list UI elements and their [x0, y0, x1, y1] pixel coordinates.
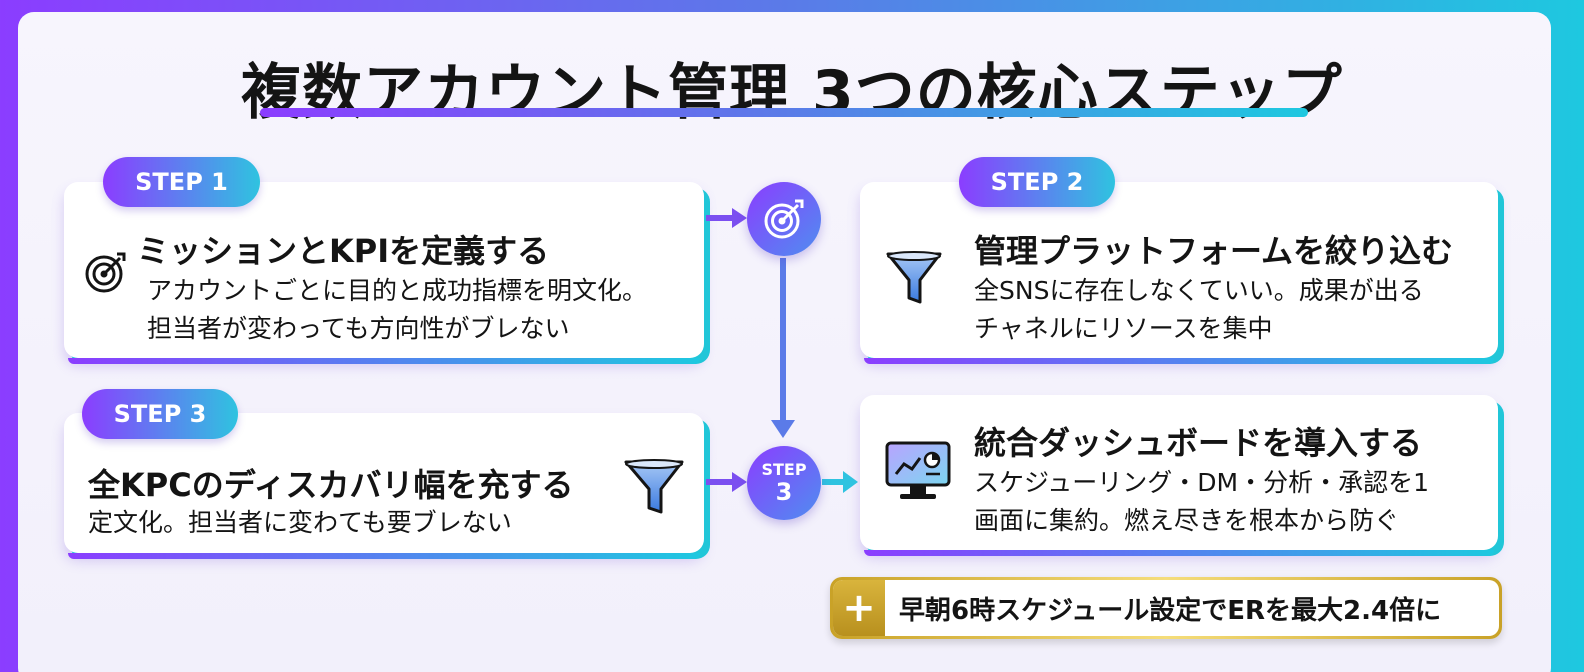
- step4-body: スケジューリング・DM・分析・承認を1 画面に集約。燃え尽きを根本から防ぐ: [974, 464, 1429, 540]
- step4-body-line2: 画面に集約。燃え尽きを根本から防ぐ: [974, 506, 1400, 535]
- tip-text: 早朝6時スケジュール設定でERを最大2.4倍に: [899, 595, 1442, 626]
- arrowhead-step1: [732, 208, 747, 228]
- funnel-icon: [622, 456, 686, 518]
- step1-card: [64, 182, 704, 364]
- step3-badge: STEP 3: [82, 389, 238, 439]
- plus-icon: +: [833, 580, 885, 636]
- hub-step3-circle: STEP 3: [747, 446, 821, 520]
- step1-body: アカウントごとに目的と成功指標を明文化。 担当者が変わっても方向性がブレない: [147, 272, 647, 348]
- step3-body-line1: 定文化。担当者に変わても要ブレない: [88, 508, 512, 537]
- step2-heading: 管理プラットフォームを絞り込む: [974, 232, 1454, 270]
- step4-heading: 統合ダッシュボードを導入する: [974, 424, 1423, 462]
- hub-step3-label: STEP 3: [761, 460, 807, 506]
- target-icon: [84, 250, 128, 294]
- step2-body-line2: チャネルにリソースを集中: [974, 314, 1273, 343]
- step1-badge: STEP 1: [103, 157, 260, 207]
- step2-body: 全SNSに存在しなくていい。成果が出る チャネルにリソースを集中: [974, 272, 1424, 348]
- step3-body: 定文化。担当者に変わても要ブレない: [88, 504, 512, 542]
- step2-badge: STEP 2: [959, 157, 1115, 207]
- arrowhead-step3: [732, 472, 747, 492]
- hub-step-word: STEP: [761, 460, 807, 479]
- step2-card: [860, 182, 1498, 364]
- tip-banner-inner: + 早朝6時スケジュール設定でERを最大2.4倍に: [833, 580, 1499, 636]
- funnel-icon: [884, 248, 944, 308]
- step4-body-line1: スケジューリング・DM・分析・承認を1: [974, 468, 1429, 497]
- hub-step-number: 3: [775, 478, 793, 506]
- dashboard-monitor-icon: [884, 440, 952, 502]
- target-icon: [764, 199, 804, 239]
- step3-heading: 全KPCのディスカバリ幅を充する: [88, 466, 574, 504]
- step1-body-line2: 担当者が変わっても方向性がブレない: [147, 314, 570, 343]
- step2-body-line1: 全SNSに存在しなくていい。成果が出る: [974, 276, 1424, 305]
- step1-heading: ミッションとKPIを定義する: [137, 232, 550, 270]
- arrowhead-step4: [843, 471, 858, 493]
- step4-card: [860, 395, 1498, 556]
- arrowhead-hub-down: [771, 420, 795, 438]
- tip-banner: + 早朝6時スケジュール設定でERを最大2.4倍に: [830, 577, 1502, 639]
- title-underline: [260, 108, 1308, 117]
- step1-body-line1: アカウントごとに目的と成功指標を明文化。: [147, 276, 648, 305]
- hub-target-circle: [747, 182, 821, 256]
